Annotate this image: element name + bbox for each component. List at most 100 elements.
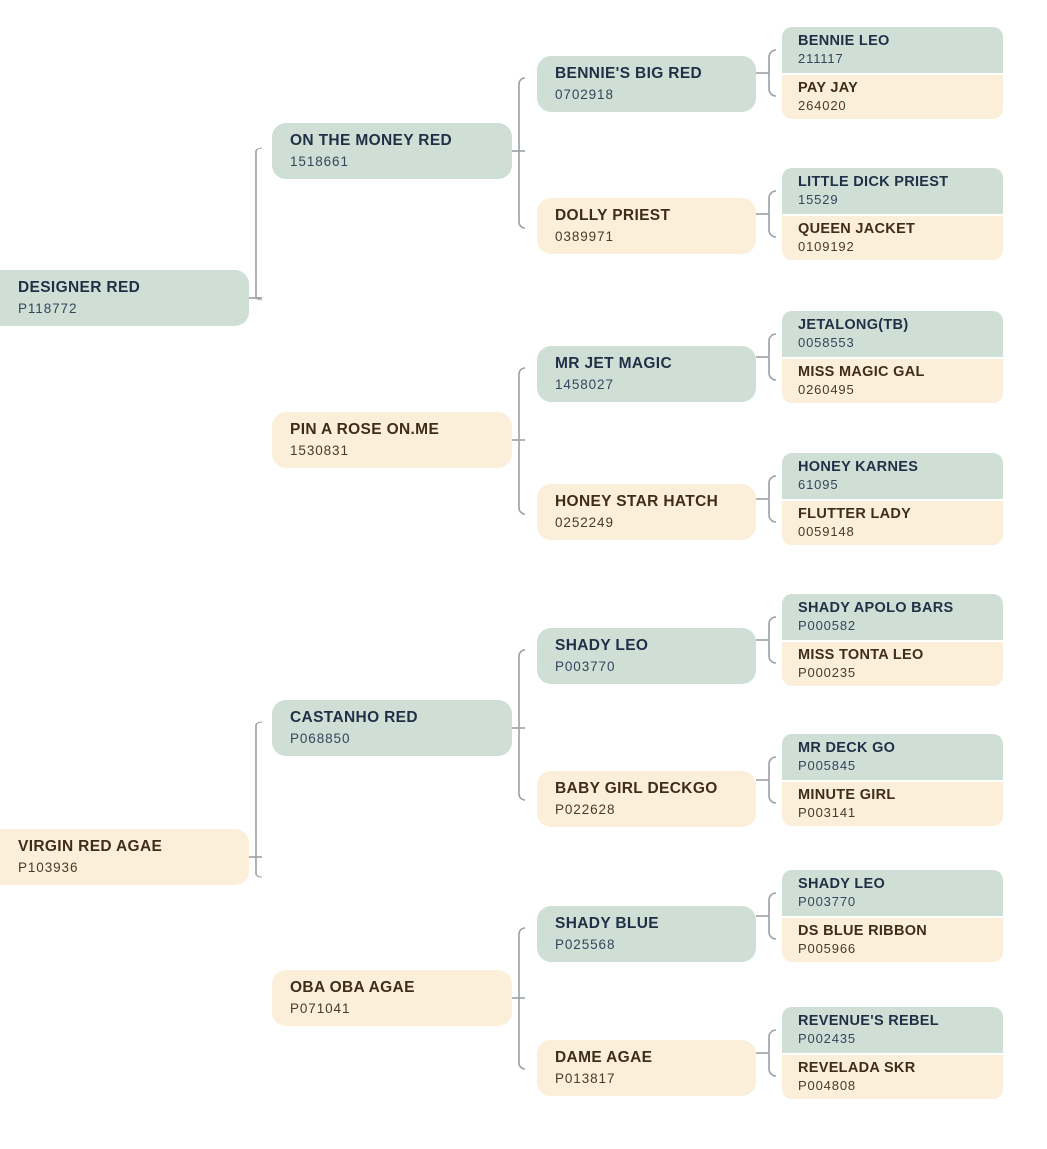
node-name: MINUTE GIRL <box>798 786 896 803</box>
node-name: SHADY BLUE <box>555 914 659 932</box>
pedigree-node-gen4-0-dam[interactable]: PAY JAY 264020 <box>782 73 1003 119</box>
connector-gen3-q5-to-gen4 <box>756 616 784 664</box>
connector-gen3-q4-to-gen4 <box>756 475 784 523</box>
node-name: HONEY KARNES <box>798 458 919 475</box>
node-registration: P013817 <box>555 1070 616 1086</box>
connector-gen2-p1-to-gen3 <box>512 77 540 229</box>
pedigree-pair-gen4-6: SHADY LEO P003770 DS BLUE RIBBON P005966 <box>782 870 1003 962</box>
node-registration: P022628 <box>555 801 616 817</box>
pedigree-pair-gen4-5: MR DECK GO P005845 MINUTE GIRL P003141 <box>782 734 1003 826</box>
pedigree-node-gen4-7-dam[interactable]: REVELADA SKR P004808 <box>782 1053 1003 1099</box>
connector-gen2-p2-to-gen3 <box>512 367 540 515</box>
connector-gen3-q3-to-gen4 <box>756 333 784 381</box>
connector-gen3-q7-to-gen4 <box>756 892 784 940</box>
pedigree-node-gen4-5-sire[interactable]: MR DECK GO P005845 <box>782 734 1003 780</box>
node-registration: P071041 <box>290 1000 351 1016</box>
node-name: MR DECK GO <box>798 739 896 756</box>
connector-gen3-q1-to-gen4 <box>756 49 784 97</box>
node-name: VIRGIN RED AGAE <box>18 837 163 855</box>
pedigree-node-gen4-4-dam[interactable]: MISS TONTA LEO P000235 <box>782 640 1003 686</box>
pedigree-node-gen4-0-sire[interactable]: BENNIE LEO 211117 <box>782 27 1003 73</box>
node-registration: P000582 <box>798 618 857 634</box>
node-name: OBA OBA AGAE <box>290 978 415 996</box>
node-registration: P003770 <box>555 658 616 674</box>
node-name: BABY GIRL DECKGO <box>555 779 718 797</box>
node-name: SHADY APOLO BARS <box>798 599 954 616</box>
pedigree-node-gen4-3-dam[interactable]: FLUTTER LADY 0059148 <box>782 499 1003 545</box>
node-name: SHADY LEO <box>798 875 886 892</box>
pedigree-node-gen3-4[interactable]: SHADY LEO P003770 <box>537 628 756 684</box>
connector-gen2-p3-to-gen3 <box>512 649 540 801</box>
pedigree-node-gen4-2-sire[interactable]: JETALONG(TB) 0058553 <box>782 311 1003 357</box>
node-name: MISS TONTA LEO <box>798 646 924 663</box>
pedigree-node-gen2-3[interactable]: OBA OBA AGAE P071041 <box>272 970 512 1026</box>
node-name: PIN A ROSE ON.ME <box>290 420 440 438</box>
pedigree-node-gen3-0[interactable]: BENNIE'S BIG RED 0702918 <box>537 56 756 112</box>
node-registration: 0059148 <box>798 524 855 540</box>
node-name: QUEEN JACKET <box>798 220 916 237</box>
pedigree-node-gen4-3-sire[interactable]: HONEY KARNES 61095 <box>782 453 1003 499</box>
pedigree-node-gen3-3[interactable]: HONEY STAR HATCH 0252249 <box>537 484 756 540</box>
node-registration: 0252249 <box>555 514 614 530</box>
pedigree-node-gen4-6-dam[interactable]: DS BLUE RIBBON P005966 <box>782 916 1003 962</box>
node-registration: P025568 <box>555 936 616 952</box>
pedigree-node-gen4-2-dam[interactable]: MISS MAGIC GAL 0260495 <box>782 357 1003 403</box>
pedigree-node-gen4-4-sire[interactable]: SHADY APOLO BARS P000582 <box>782 594 1003 640</box>
pedigree-node-gen4-1-dam[interactable]: QUEEN JACKET 0109192 <box>782 214 1003 260</box>
node-registration: 1458027 <box>555 376 614 392</box>
node-name: DS BLUE RIBBON <box>798 922 928 939</box>
pedigree-node-gen3-7[interactable]: DAME AGAE P013817 <box>537 1040 756 1096</box>
node-registration: 264020 <box>798 98 847 114</box>
node-registration: P118772 <box>18 300 78 316</box>
pedigree-pair-gen4-4: SHADY APOLO BARS P000582 MISS TONTA LEO … <box>782 594 1003 686</box>
node-registration: 0389971 <box>555 228 614 244</box>
pedigree-pair-gen4-2: JETALONG(TB) 0058553 MISS MAGIC GAL 0260… <box>782 311 1003 403</box>
pedigree-node-gen2-1[interactable]: PIN A ROSE ON.ME 1530831 <box>272 412 512 468</box>
node-name: LITTLE DICK PRIEST <box>798 173 949 190</box>
pedigree-node-gen3-5[interactable]: BABY GIRL DECKGO P022628 <box>537 771 756 827</box>
node-registration: P003141 <box>798 805 857 821</box>
node-name: PAY JAY <box>798 79 859 96</box>
pedigree-node-gen3-6[interactable]: SHADY BLUE P025568 <box>537 906 756 962</box>
node-name: DAME AGAE <box>555 1048 653 1066</box>
pedigree-node-gen4-1-sire[interactable]: LITTLE DICK PRIEST 15529 <box>782 168 1003 214</box>
node-registration: 0109192 <box>798 239 855 255</box>
node-name: ON THE MONEY RED <box>290 131 453 149</box>
node-name: MR JET MAGIC <box>555 354 673 372</box>
node-name: BENNIE LEO <box>798 32 890 49</box>
node-name: REVENUE'S REBEL <box>798 1012 939 1029</box>
pedigree-node-gen2-2[interactable]: CASTANHO RED P068850 <box>272 700 512 756</box>
node-name: JETALONG(TB) <box>798 316 909 333</box>
node-registration: P068850 <box>290 730 351 746</box>
pedigree-node-gen4-7-sire[interactable]: REVENUE'S REBEL P002435 <box>782 1007 1003 1053</box>
node-registration: 0058553 <box>798 335 855 351</box>
pedigree-node-gen4-6-sire[interactable]: SHADY LEO P003770 <box>782 870 1003 916</box>
node-registration: 1530831 <box>290 442 349 458</box>
node-name: HONEY STAR HATCH <box>555 492 719 510</box>
node-registration: P004808 <box>798 1078 857 1094</box>
pedigree-node-gen1-dam[interactable]: VIRGIN RED AGAE P103936 <box>0 829 249 885</box>
pedigree-node-gen2-0[interactable]: ON THE MONEY RED 1518661 <box>272 123 512 179</box>
connector-gen3-q6-to-gen4 <box>756 756 784 804</box>
pedigree-node-gen4-5-dam[interactable]: MINUTE GIRL P003141 <box>782 780 1003 826</box>
node-name: REVELADA SKR <box>798 1059 916 1076</box>
pedigree-node-gen3-2[interactable]: MR JET MAGIC 1458027 <box>537 346 756 402</box>
node-registration: P103936 <box>18 859 79 875</box>
node-registration: P002435 <box>798 1031 857 1047</box>
node-registration: 211117 <box>798 51 844 67</box>
node-registration: 0702918 <box>555 86 614 102</box>
pedigree-node-gen1-sire[interactable]: DESIGNER RED P118772 <box>0 270 249 326</box>
pedigree-pair-gen4-3: HONEY KARNES 61095 FLUTTER LADY 0059148 <box>782 453 1003 545</box>
node-registration: 15529 <box>798 192 839 208</box>
node-registration: 61095 <box>798 477 839 493</box>
connector-gen3-q2-to-gen4 <box>756 190 784 238</box>
pedigree-pair-gen4-7: REVENUE'S REBEL P002435 REVELADA SKR P00… <box>782 1007 1003 1099</box>
pedigree-pair-gen4-1: LITTLE DICK PRIEST 15529 QUEEN JACKET 01… <box>782 168 1003 260</box>
pedigree-node-gen3-1[interactable]: DOLLY PRIEST 0389971 <box>537 198 756 254</box>
node-registration: P000235 <box>798 665 857 681</box>
node-name: MISS MAGIC GAL <box>798 363 925 380</box>
connector-gen2-p4-to-gen3 <box>512 927 540 1070</box>
node-registration: 0260495 <box>798 382 855 398</box>
node-registration: 1518661 <box>290 153 349 169</box>
